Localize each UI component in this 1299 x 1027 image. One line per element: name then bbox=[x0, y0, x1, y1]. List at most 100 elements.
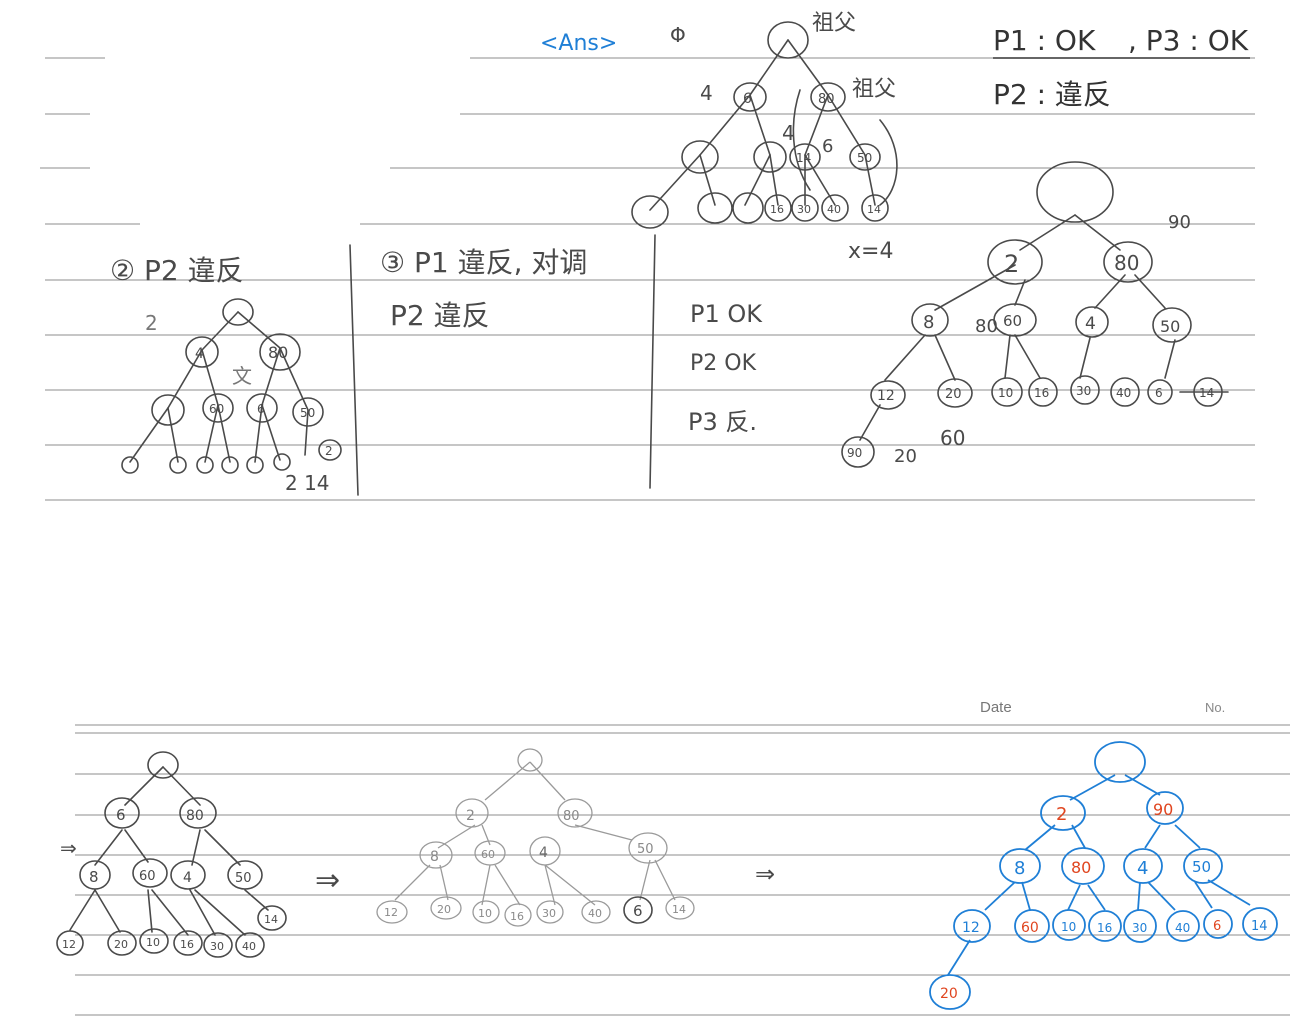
t3-node bbox=[1036, 161, 1114, 223]
note-4b: 4 bbox=[782, 121, 795, 145]
tc-node bbox=[1014, 909, 1050, 943]
t1-node bbox=[791, 194, 819, 222]
t3-label: 8 bbox=[923, 312, 934, 333]
tc-label: 10 bbox=[1061, 920, 1076, 934]
tc-label: 12 bbox=[962, 920, 980, 936]
tree-1: 6 80 14 50 16 30 40 14 bbox=[631, 21, 898, 229]
t3-label: 10 bbox=[998, 386, 1013, 400]
right-note-90: 90 bbox=[1168, 212, 1191, 233]
date-label: Date bbox=[980, 699, 1012, 716]
t1-node bbox=[861, 194, 889, 222]
q2-note-mark: 文 bbox=[232, 364, 252, 388]
t1-label: 30 bbox=[797, 203, 811, 216]
ta-label: 10 bbox=[146, 936, 160, 949]
ta-label: 4 bbox=[183, 870, 192, 886]
tb-label: 60 bbox=[481, 848, 495, 861]
t3-label: 40 bbox=[1116, 386, 1131, 400]
t1-label: 14 bbox=[796, 151, 811, 165]
t3-node bbox=[1028, 377, 1058, 407]
tb-label: 8 bbox=[430, 849, 439, 865]
tb-label: 40 bbox=[588, 907, 602, 920]
grandparent-label: 祖父 bbox=[812, 11, 856, 36]
tc-node bbox=[1040, 795, 1086, 831]
tc-node bbox=[1183, 848, 1223, 884]
right-note-80: 80 bbox=[975, 316, 998, 337]
t1-node bbox=[764, 194, 792, 222]
tc-label: 30 bbox=[1132, 921, 1147, 935]
q2-note-2: 2 bbox=[145, 311, 158, 335]
q3-p2: P2 違反 bbox=[390, 299, 490, 332]
tree-b: 2 80 8 60 4 50 12 20 10 16 30 40 6 14 bbox=[376, 748, 695, 927]
t3-label: 6 bbox=[1155, 386, 1163, 400]
q2-header: ② P2 違反 bbox=[110, 254, 244, 287]
tb-label: 50 bbox=[637, 842, 654, 857]
tb-label: 10 bbox=[478, 907, 492, 920]
t1-label: 40 bbox=[827, 203, 841, 216]
t1-node bbox=[821, 194, 849, 222]
t3-label: 20 bbox=[945, 387, 962, 402]
t3-label: 30 bbox=[1076, 384, 1091, 398]
q3-header: ③ P1 違反, 对调 bbox=[380, 246, 587, 279]
t1-node bbox=[810, 82, 846, 112]
t2-node bbox=[222, 298, 254, 326]
ta-label: 40 bbox=[242, 940, 256, 953]
q2-note-14: 2 14 bbox=[285, 471, 330, 495]
tc-node bbox=[999, 848, 1041, 884]
t1-node bbox=[753, 141, 787, 173]
t2-node bbox=[246, 393, 278, 423]
t3-node bbox=[1110, 377, 1140, 407]
t1-node bbox=[732, 192, 764, 224]
top-ruled-lines bbox=[40, 57, 1255, 501]
t3-node bbox=[911, 303, 949, 337]
t1-label: 14 bbox=[867, 203, 881, 216]
t3-node bbox=[1147, 379, 1173, 405]
tc-label: 90 bbox=[1153, 800, 1173, 819]
tc-label: 60 bbox=[1021, 920, 1039, 936]
t3-label: 2 bbox=[1004, 250, 1019, 278]
tree-c: 2 90 8 80 4 50 12 60 10 16 30 40 6 14 20 bbox=[929, 741, 1278, 1010]
t3-node bbox=[993, 303, 1037, 337]
note-6: 6 bbox=[822, 136, 833, 157]
top-handwriting: <Ans> Φ 祖父 祖父 P1 : OK , P3 : OK P2 : 違反 … bbox=[110, 11, 1250, 495]
t1-label: 6 bbox=[743, 91, 752, 107]
t2-node bbox=[185, 336, 219, 368]
tc-node bbox=[1094, 741, 1146, 783]
t2-label: 60 bbox=[209, 402, 224, 416]
t3-node bbox=[1103, 241, 1153, 283]
q1-mark: Φ bbox=[670, 23, 686, 47]
t3-node bbox=[987, 239, 1043, 285]
tc-node bbox=[1052, 909, 1086, 941]
note-4: 4 bbox=[700, 81, 713, 105]
t1-node bbox=[789, 143, 821, 171]
t3-node bbox=[841, 436, 875, 468]
ta-label: 12 bbox=[62, 938, 76, 951]
bottom-page: Date No. ⇒ ⇒ ⇒ bbox=[60, 699, 1290, 1016]
x-equals-4: x=4 bbox=[848, 239, 893, 264]
t1-label: 50 bbox=[857, 151, 872, 165]
arrow-2: ⇒ bbox=[315, 863, 340, 898]
tc-node bbox=[1146, 791, 1184, 825]
p1-result: P1 : OK bbox=[993, 24, 1096, 57]
q3-p3: P3 反. bbox=[688, 408, 757, 436]
ta-label: 60 bbox=[139, 869, 156, 884]
tc-node bbox=[929, 974, 971, 1010]
t1-node bbox=[631, 195, 669, 229]
ta-label: 30 bbox=[210, 940, 224, 953]
tc-label: 2 bbox=[1056, 804, 1067, 825]
t3-label: 80 bbox=[1114, 251, 1139, 275]
tree-3: 2 80 8 60 4 50 12 20 10 16 30 40 6 14 90 bbox=[841, 161, 1229, 468]
t1-node bbox=[849, 143, 881, 171]
t3-label: 16 bbox=[1034, 386, 1049, 400]
t3-node bbox=[1075, 306, 1109, 338]
t1-node bbox=[733, 82, 767, 112]
tc-label: 6 bbox=[1213, 919, 1221, 934]
tb-label: 12 bbox=[384, 906, 398, 919]
t3-label: 60 bbox=[1003, 312, 1022, 330]
t2-node bbox=[292, 397, 324, 427]
tb-label: 14 bbox=[672, 903, 686, 916]
tc-label: 4 bbox=[1137, 858, 1148, 879]
tb-label: 2 bbox=[466, 808, 475, 824]
t3-node bbox=[1070, 375, 1100, 405]
t1-label: 16 bbox=[770, 203, 784, 216]
